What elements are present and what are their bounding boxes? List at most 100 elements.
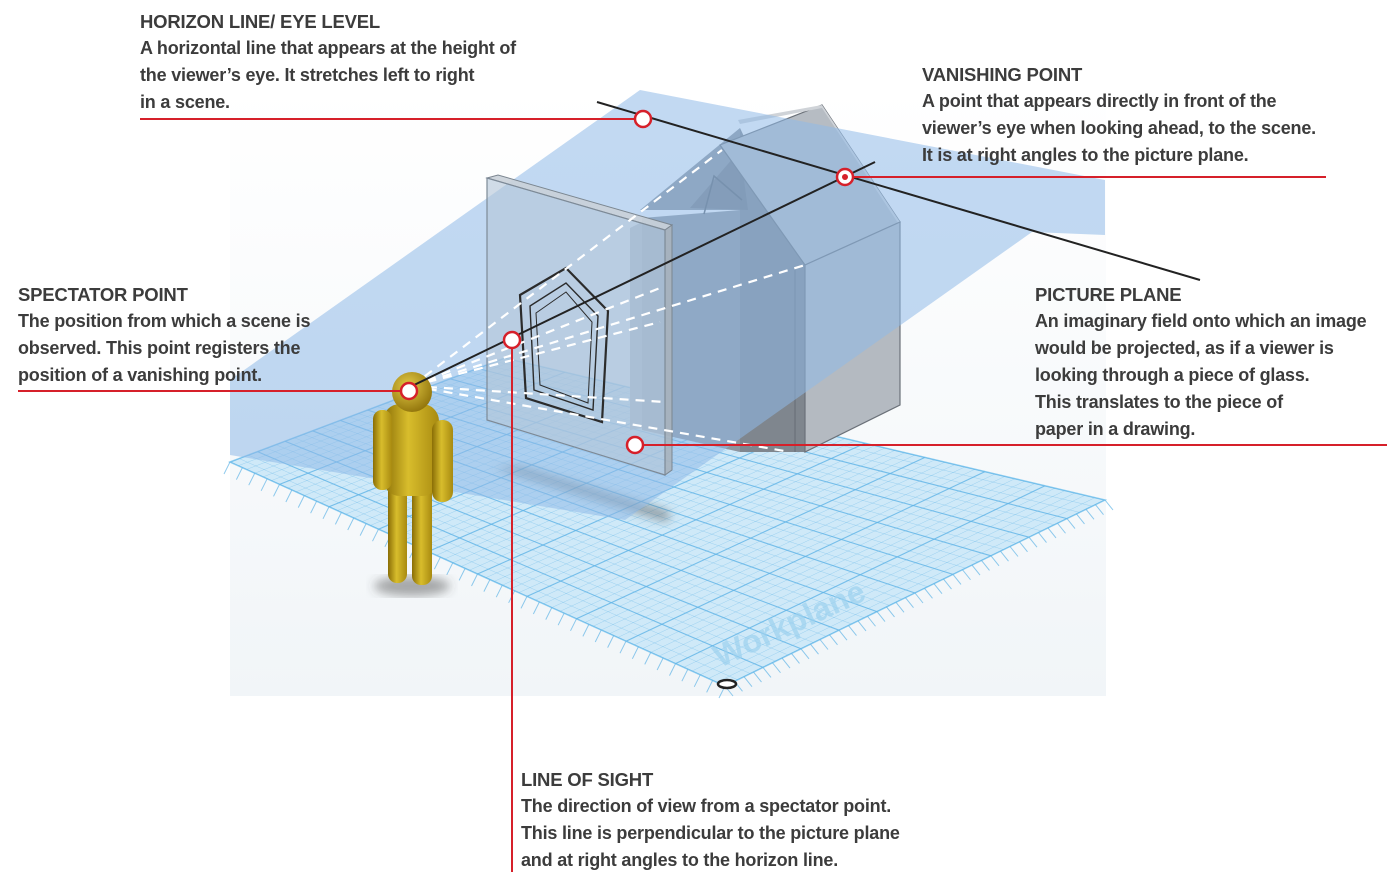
- grid-tick: [644, 652, 652, 665]
- grid-tick: [905, 597, 914, 608]
- line-of-sight-annotation: LINE OF SIGHT The direction of view from…: [521, 766, 900, 874]
- vanishing-point-dot: [842, 174, 848, 180]
- grid-tick: [273, 484, 280, 497]
- grid-tick: [762, 667, 772, 678]
- grid-tick: [594, 629, 602, 643]
- grid-tick: [914, 592, 924, 604]
- grid-tick: [838, 629, 848, 641]
- line-of-sight-text-1: The direction of view from a spectator p…: [521, 796, 892, 816]
- grid-tick: [753, 671, 762, 683]
- grid-tick: [483, 579, 491, 592]
- figure-shadow: [374, 576, 450, 596]
- grid-tick: [532, 601, 540, 615]
- grid-tick: [458, 568, 466, 581]
- spectator-point-annotation: SPECTATOR POINT The position from which …: [18, 281, 310, 389]
- horizon-line-text-2: the viewer’s eye. It stretches left to r…: [140, 65, 475, 85]
- spectator-point-text-2: observed. This point registers the: [18, 338, 301, 358]
- picture-plane: [485, 174, 674, 476]
- grid-tick: [952, 574, 962, 585]
- leader-lines: [18, 118, 1387, 872]
- grid-line: [275, 444, 789, 656]
- grid-tick: [570, 618, 577, 632]
- grid-tick: [297, 495, 305, 508]
- grid-tick: [706, 680, 714, 693]
- spectator-point-heading: SPECTATOR POINT: [18, 284, 188, 305]
- grid-tick: [248, 472, 256, 486]
- grid-tick: [981, 560, 990, 571]
- line-of-sight-heading: LINE OF SIGHT: [521, 769, 654, 790]
- grid-tick: [656, 657, 664, 671]
- grid-tick: [1009, 546, 1019, 557]
- picture-plane-annotation: PICTURE PLANE An imaginary field onto wh…: [1035, 281, 1367, 443]
- grid-tick: [1104, 499, 1114, 511]
- grid-tick: [607, 635, 615, 648]
- horizon-line-marker: [633, 109, 653, 129]
- spectator-point-text-3: position of a vanishing point.: [18, 365, 262, 385]
- picture-plane-text-1: An imaginary field onto which an image: [1035, 311, 1367, 331]
- line-of-sight: [411, 161, 876, 387]
- grid-tick: [520, 596, 528, 609]
- grid-tick: [1000, 550, 1009, 562]
- picture-plane-marker: [625, 435, 645, 455]
- vanishing-point-text-3: It is at right angles to the picture pla…: [922, 145, 1249, 165]
- grid-tick: [322, 506, 330, 520]
- horizon-line-heading: HORIZON LINE/ EYE LEVEL: [140, 11, 381, 32]
- grid-tick: [285, 489, 293, 503]
- grid-tick: [924, 588, 933, 599]
- grid-tick: [791, 653, 800, 664]
- grid-tick: [1038, 532, 1047, 543]
- grid-tick: [819, 639, 829, 650]
- grid-tick: [1019, 541, 1028, 553]
- grid-tick: [372, 528, 379, 542]
- grid-tick: [848, 625, 857, 636]
- grid-tick: [876, 611, 886, 622]
- line-of-sight-text-2: This line is perpendicular to the pictur…: [521, 823, 900, 843]
- grid-tick: [310, 500, 318, 514]
- grid-tick: [1028, 536, 1038, 548]
- markers: [399, 109, 855, 455]
- grid-tick: [433, 556, 441, 570]
- picture-plane-text-2: would be projected, as if a viewer is: [1035, 338, 1334, 358]
- line-of-sight-marker: [502, 330, 522, 350]
- grid-tick: [619, 640, 627, 654]
- picture-plane-text-3: looking through a piece of glass.: [1035, 365, 1310, 385]
- grid-tick: [471, 573, 478, 587]
- grid-line: [257, 451, 764, 668]
- grid-tick: [1066, 518, 1076, 529]
- grid-tick: [1095, 504, 1104, 515]
- grid-tick: [693, 674, 701, 688]
- workplane-origin-marker: [716, 678, 738, 690]
- grid-tick: [886, 606, 895, 618]
- vanishing-point-heading: VANISHING POINT: [922, 64, 1083, 85]
- grid-tick: [495, 584, 503, 598]
- grid-tick: [857, 620, 867, 632]
- grid-tick: [669, 663, 676, 676]
- vanishing-point-annotation: VANISHING POINT A point that appears dir…: [922, 61, 1316, 169]
- line-of-sight-text-3: and at right angles to the horizon line.: [521, 850, 839, 870]
- grid-tick: [990, 555, 1000, 567]
- grid-tick: [895, 601, 905, 613]
- horizon-line-annotation: HORIZON LINE/ EYE LEVEL A horizontal lin…: [140, 8, 516, 116]
- horizon-line: [596, 101, 1201, 281]
- projection-rays: [411, 149, 806, 454]
- grid-tick: [829, 634, 838, 646]
- grid-tick: [681, 668, 689, 682]
- grid-tick: [260, 478, 268, 492]
- picture-plane-text-4: This translates to the piece of: [1035, 392, 1283, 412]
- grid-tick: [334, 512, 342, 525]
- grid-tick: [1057, 522, 1066, 534]
- grid-tick: [347, 517, 355, 531]
- vanishing-point-text-2: viewer’s eye when looking ahead, to the …: [922, 118, 1316, 138]
- grid-tick: [867, 615, 876, 627]
- grid-tick: [1047, 527, 1057, 539]
- grid-line: [266, 447, 776, 662]
- grid-tick: [223, 461, 231, 475]
- grid-tick: [743, 676, 753, 688]
- grid-tick: [1085, 508, 1095, 520]
- grid-tick: [962, 569, 971, 581]
- picture-plane-heading: PICTURE PLANE: [1035, 284, 1182, 305]
- grid-tick: [1076, 513, 1085, 525]
- horizon-line-text-1: A horizontal line that appears at the he…: [140, 38, 516, 58]
- grid-tick: [235, 467, 243, 480]
